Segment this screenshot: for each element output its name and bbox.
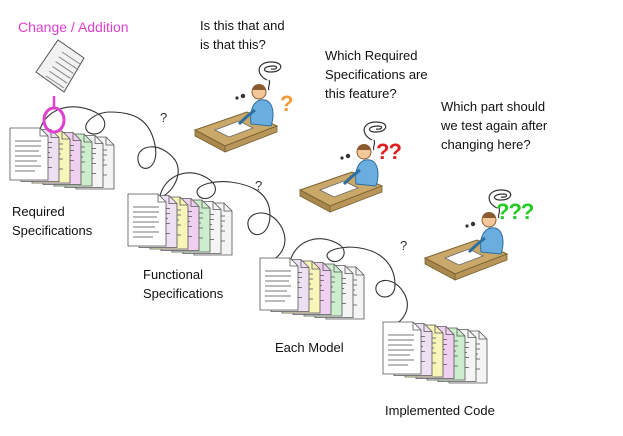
document-stacks — [9, 127, 488, 384]
document-stack-icon — [382, 321, 488, 384]
document-page — [382, 321, 422, 375]
change-document — [35, 39, 85, 134]
small-question-mark: ? — [400, 238, 407, 253]
change-document-page — [35, 39, 85, 93]
document-stack-icon — [127, 193, 233, 256]
person-at-desk-icon — [423, 189, 512, 281]
desk-front — [224, 125, 278, 153]
thought-dot — [470, 221, 476, 227]
question-2-text: Which Required Specifications are this f… — [325, 48, 428, 101]
curved-arrow-icon — [289, 238, 408, 327]
text-line — [58, 56, 78, 70]
thought-dot — [240, 93, 246, 99]
thought-dot — [465, 224, 469, 228]
person-body — [355, 159, 379, 187]
document-stack-icon — [259, 257, 365, 320]
change-addition-label: Change / Addition — [18, 19, 129, 35]
workers — [193, 61, 512, 281]
person-arm — [467, 236, 486, 254]
paper-icon — [214, 120, 254, 138]
document-stack-icon — [9, 127, 115, 190]
thought-dot — [340, 156, 344, 160]
document-page — [259, 257, 299, 311]
text-line — [55, 61, 74, 75]
thought-scribble-icon — [258, 61, 282, 91]
curved-arrow-icon — [159, 172, 286, 263]
text-line — [61, 51, 81, 65]
question-mark-3: ??? — [496, 199, 534, 224]
document-page — [127, 193, 167, 247]
stage-label-required-specifications: Required Specifications — [12, 204, 93, 238]
person-arm — [342, 168, 361, 186]
text-line — [48, 70, 68, 84]
stage-label-implemented-code: Implemented Code — [385, 403, 495, 418]
person-hair — [252, 84, 266, 90]
paper-icon — [319, 180, 359, 198]
text-line — [52, 65, 71, 79]
thought-dot — [345, 153, 351, 159]
curved-arrow-icon — [39, 106, 179, 201]
thought-scribble-icon — [488, 189, 512, 219]
document-page — [9, 127, 49, 181]
person-at-desk-icon — [193, 61, 282, 153]
small-question-mark: ? — [160, 110, 167, 125]
person-at-desk-icon — [298, 121, 387, 213]
stage-label-each-model: Each Model — [275, 340, 344, 355]
paper-icon — [444, 248, 484, 266]
person-hair — [357, 144, 371, 150]
small-question-mark: ? — [0, 0, 7, 3]
person-body — [480, 227, 504, 255]
desk-front — [454, 253, 508, 281]
text-line — [45, 75, 65, 89]
question-mark-2: ?? — [376, 139, 402, 164]
small-question-mark: ? — [255, 178, 262, 193]
question-mark-1: ? — [280, 91, 293, 116]
person-arm — [237, 108, 256, 126]
question-1-text: Is this that and is that this? — [200, 18, 285, 52]
thought-scribble-icon — [363, 121, 387, 151]
person-hair — [482, 212, 496, 218]
desk-front — [329, 185, 383, 213]
person-body — [250, 99, 274, 127]
thought-dot — [235, 96, 239, 100]
question-3-text: Which part should we test again after ch… — [441, 99, 548, 152]
stage-label-functional-specifications: Functional Specifications — [143, 267, 224, 301]
